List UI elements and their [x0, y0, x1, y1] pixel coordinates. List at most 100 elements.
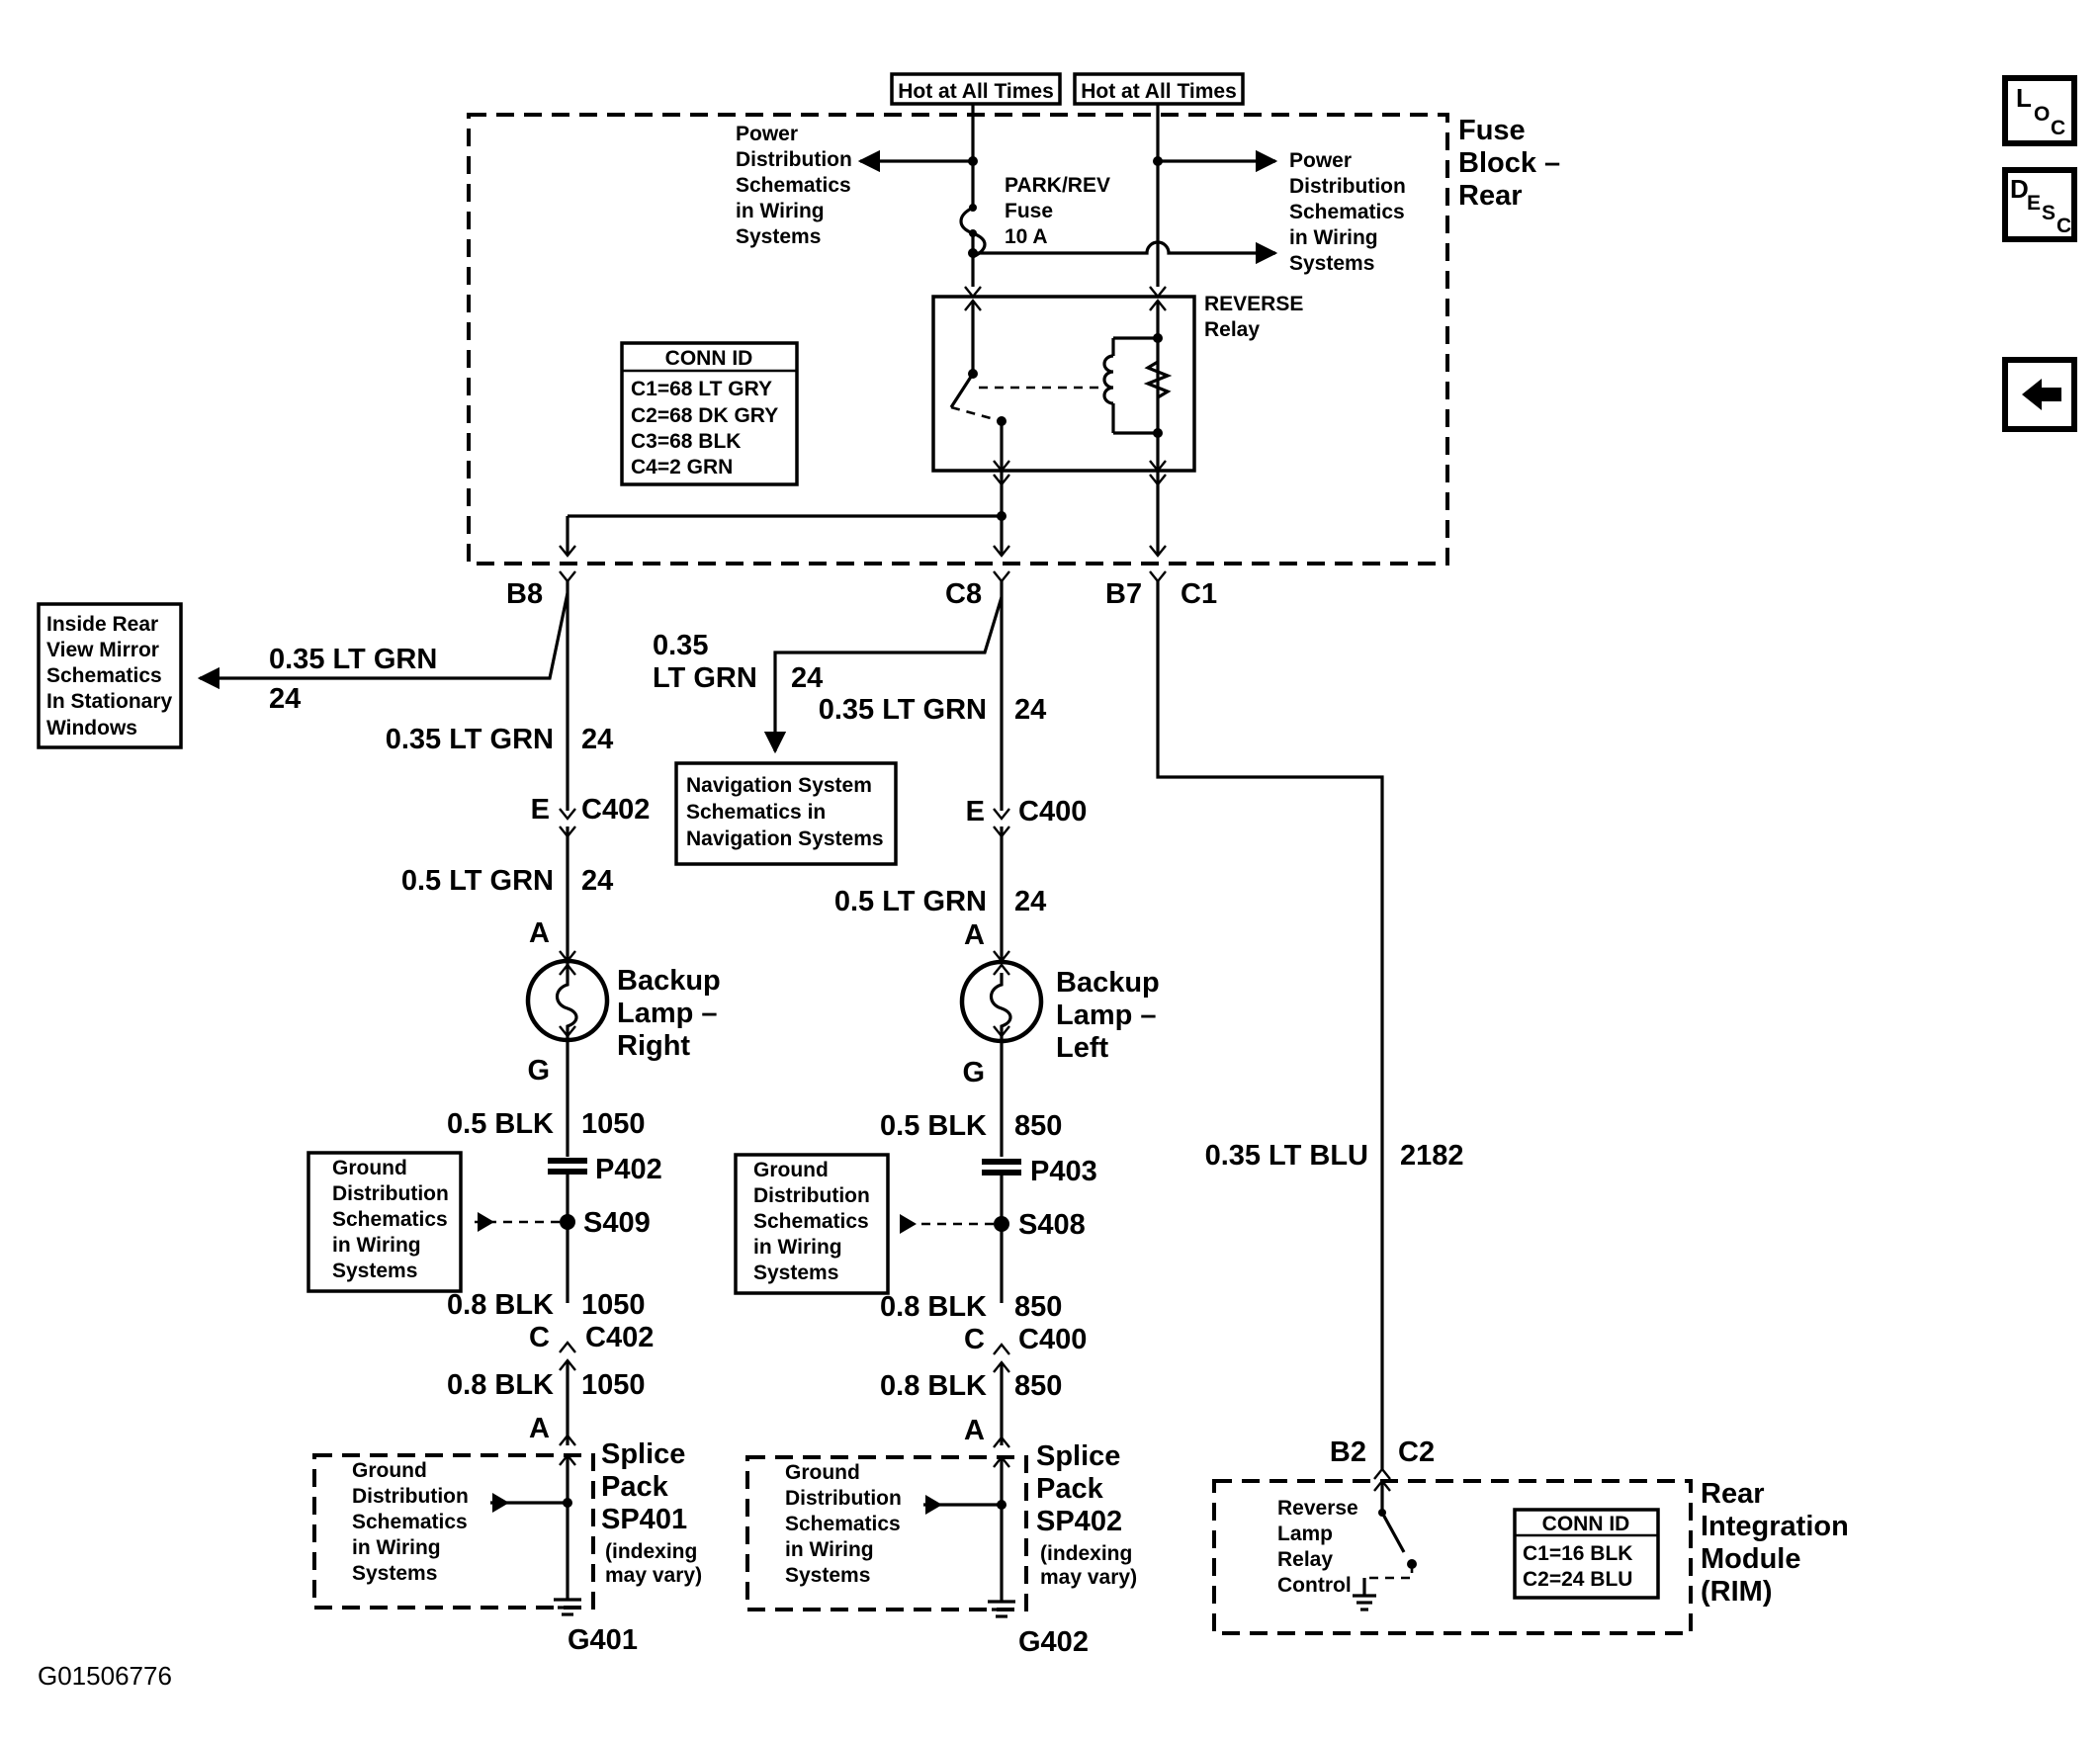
svg-text:Control: Control: [1277, 1574, 1352, 1597]
connector-pin: C: [529, 1322, 550, 1353]
svg-text:Rear: Rear: [1701, 1478, 1765, 1510]
rim-control-wire: [1156, 581, 1384, 1469]
svg-text:Ground: Ground: [352, 1459, 427, 1482]
svg-text:Schematics: Schematics: [785, 1513, 901, 1535]
svg-text:Block –: Block –: [1458, 147, 1560, 179]
wire-color: 0.8 BLK: [447, 1289, 554, 1321]
svg-text:REVERSE: REVERSE: [1204, 293, 1303, 315]
rim-relay-switch: [1380, 1512, 1406, 1553]
power-label-right: Hot at All Times: [1073, 72, 1245, 106]
svg-text:Distribution: Distribution: [1289, 175, 1406, 198]
svg-text:Relay: Relay: [1277, 1548, 1333, 1571]
svg-text:Module: Module: [1701, 1543, 1801, 1575]
svg-text:Systems: Systems: [332, 1260, 417, 1282]
svg-text:Pack: Pack: [601, 1471, 669, 1503]
conn-id-rim: CONN ID C1=16 BLK C2=24 BLU: [1513, 1508, 1660, 1600]
svg-text:C1=68 LT GRY: C1=68 LT GRY: [631, 378, 772, 400]
svg-text:CONN ID: CONN ID: [1542, 1513, 1630, 1535]
svg-text:Systems: Systems: [352, 1562, 437, 1585]
svg-text:Systems: Systems: [1289, 252, 1374, 275]
rim-ground-symbol: [1353, 1594, 1376, 1611]
wire-color: LT GRN: [653, 662, 757, 694]
desc-button[interactable]: D E S C: [2002, 167, 2077, 242]
connector-c400: C400: [1018, 1324, 1087, 1355]
svg-text:Distribution: Distribution: [785, 1487, 902, 1510]
splice-pack-sp401-label: Splice Pack SP401 (indexing may vary): [601, 1438, 702, 1587]
splice-pack-sp402: [745, 1455, 1028, 1611]
splice-pin-a: A: [529, 1413, 550, 1444]
svg-text:Distribution: Distribution: [352, 1485, 469, 1508]
circuit-number: 24: [1014, 886, 1046, 917]
splice-s408: [994, 1216, 1009, 1232]
svg-text:Systems: Systems: [753, 1262, 838, 1284]
svg-text:D: D: [2010, 174, 2029, 204]
wire-color: 0.35 LT GRN: [269, 644, 437, 675]
conn-id-fuse-block: CONN ID C1=68 LT GRY C2=68 DK GRY C3=68 …: [620, 341, 799, 486]
circuit-number: 1050: [581, 1289, 646, 1321]
left-arrow-icon: [2022, 379, 2061, 410]
svg-text:SP401: SP401: [601, 1504, 687, 1535]
connector-pin: E: [966, 796, 985, 827]
splice-dot: [968, 156, 978, 166]
pass-through-p402: [548, 1158, 587, 1164]
relay-switch: [949, 373, 975, 408]
svg-text:C: C: [2051, 117, 2065, 139]
svg-text:Schematics: Schematics: [736, 174, 851, 197]
svg-text:Backup: Backup: [1056, 967, 1160, 999]
reverse-relay-label: REVERSE Relay: [1204, 293, 1303, 341]
svg-text:Ground: Ground: [785, 1461, 860, 1484]
mirror-schematics-ref: Inside Rear View Mirror Schematics In St…: [37, 602, 183, 749]
svg-text:C4=2 GRN: C4=2 GRN: [631, 456, 733, 479]
backup-lamp-right: [525, 958, 610, 1043]
svg-text:Pack: Pack: [1036, 1473, 1104, 1505]
svg-text:Lamp –: Lamp –: [1056, 1000, 1157, 1031]
circuit-number: 850: [1014, 1291, 1062, 1323]
wire-color: 0.5 BLK: [880, 1110, 987, 1142]
svg-text:View Mirror: View Mirror: [46, 639, 159, 661]
svg-text:Windows: Windows: [46, 717, 137, 740]
fuse-block-outline: [467, 113, 1449, 566]
svg-text:Schematics: Schematics: [46, 664, 162, 687]
svg-text:Schematics: Schematics: [352, 1511, 468, 1533]
svg-text:C3=68 BLK: C3=68 BLK: [631, 430, 741, 453]
fuse-block-title: Fuse Block – Rear: [1458, 115, 1560, 212]
wire-color: 0.5 LT GRN: [401, 865, 554, 897]
rear-integration-module: [1212, 1479, 1693, 1635]
svg-text:in Wiring: in Wiring: [785, 1538, 874, 1561]
circuit-number: 850: [1014, 1110, 1062, 1142]
svg-text:Integration: Integration: [1701, 1511, 1849, 1542]
label-g401: G401: [568, 1624, 638, 1656]
connector-pin: C: [964, 1324, 985, 1355]
pin-b8: B8: [506, 578, 543, 610]
ground-distribution-ref-left: Ground Distribution Schematics in Wiring…: [734, 1153, 890, 1295]
splice-s409: [560, 1214, 575, 1230]
svg-text:Inside Rear: Inside Rear: [46, 613, 158, 636]
back-button[interactable]: [2002, 357, 2077, 432]
power-distribution-ref-right: Power Distribution Schematics in Wiring …: [1289, 149, 1406, 275]
backup-lamp-right-label: Backup Lamp – Right: [617, 965, 721, 1062]
svg-text:Reverse: Reverse: [1277, 1497, 1358, 1520]
lamp-pin-a: A: [964, 919, 985, 951]
circuit-number: 24: [581, 724, 613, 755]
rim-pin-b2: B2: [1330, 1436, 1366, 1468]
relay-resistor: [1143, 360, 1173, 399]
svg-text:Power: Power: [1289, 149, 1352, 172]
lamp-pin-a: A: [529, 917, 550, 949]
svg-text:Power: Power: [736, 123, 798, 145]
svg-text:in Wiring: in Wiring: [332, 1234, 421, 1257]
relay-coil: [1102, 354, 1114, 405]
svg-text:may vary): may vary): [1040, 1566, 1137, 1589]
svg-text:Fuse: Fuse: [1458, 115, 1526, 146]
nav-branch-wire: [763, 596, 1004, 754]
svg-text:Backup: Backup: [617, 965, 721, 997]
connector-c402: C402: [581, 794, 650, 826]
svg-text:Schematics: Schematics: [332, 1208, 448, 1231]
svg-text:C: C: [2056, 215, 2071, 237]
lamp-pin-g: G: [527, 1055, 550, 1087]
mirror-branch-wire: [197, 592, 569, 690]
connector-c402: C402: [585, 1322, 654, 1353]
svg-text:SP402: SP402: [1036, 1506, 1122, 1537]
svg-text:Navigation System: Navigation System: [686, 774, 872, 797]
loc-button[interactable]: L O C: [2002, 75, 2077, 146]
svg-text:in Wiring: in Wiring: [1289, 226, 1378, 249]
